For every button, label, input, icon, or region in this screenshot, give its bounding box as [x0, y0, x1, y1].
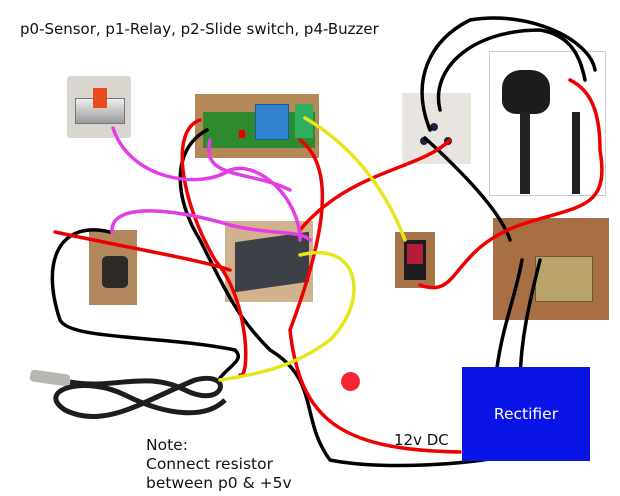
wire-black	[423, 136, 512, 242]
wire-black	[178, 128, 512, 468]
rocker-switch-photo	[395, 232, 435, 288]
relay-terminal-block	[295, 104, 313, 138]
red-marker-dot	[341, 372, 360, 391]
note-line: Note:	[146, 436, 188, 454]
wire-red	[180, 118, 248, 377]
rectifier-block: Rectifier	[462, 367, 590, 461]
stripped-cord	[572, 112, 580, 194]
resistor-note: Note: Connect resistor between p0 & +5v	[146, 436, 292, 493]
socket-hole	[430, 123, 438, 131]
note-line: between p0 & +5v	[146, 474, 292, 492]
wire-magenta	[206, 138, 292, 192]
slide-switch-knob	[93, 88, 107, 108]
slide-switch-photo	[67, 76, 131, 138]
wire-magenta	[110, 209, 312, 242]
wire-red	[418, 78, 604, 290]
relay-coil	[255, 104, 289, 140]
socket-hole	[420, 137, 428, 145]
buzzer-body	[102, 256, 128, 288]
wire-yellow	[218, 251, 356, 382]
wire-red	[288, 138, 462, 454]
plug-head	[502, 70, 550, 114]
sensor-cable	[53, 375, 227, 420]
wire-yellow	[303, 116, 407, 242]
wire-red	[298, 138, 452, 232]
wire-black	[436, 28, 587, 112]
relay-led	[239, 130, 245, 138]
wire-black	[50, 228, 240, 380]
relay-module-photo	[195, 94, 319, 158]
wire-black	[420, 16, 597, 132]
temperature-sensor-probe-photo	[29, 369, 227, 420]
rocker-switch-body	[404, 240, 426, 280]
wire-red	[53, 230, 232, 272]
pin-legend-title: p0-Sensor, p1-Relay, p2-Slide switch, p4…	[20, 20, 379, 38]
voltage-label: 12v DC	[394, 431, 449, 449]
rectifier-label: Rectifier	[493, 405, 559, 423]
note-line: Connect resistor	[146, 455, 273, 473]
sensor-probe-tip	[29, 369, 71, 387]
plug-cord	[520, 112, 530, 194]
power-plug-photo	[489, 51, 606, 196]
